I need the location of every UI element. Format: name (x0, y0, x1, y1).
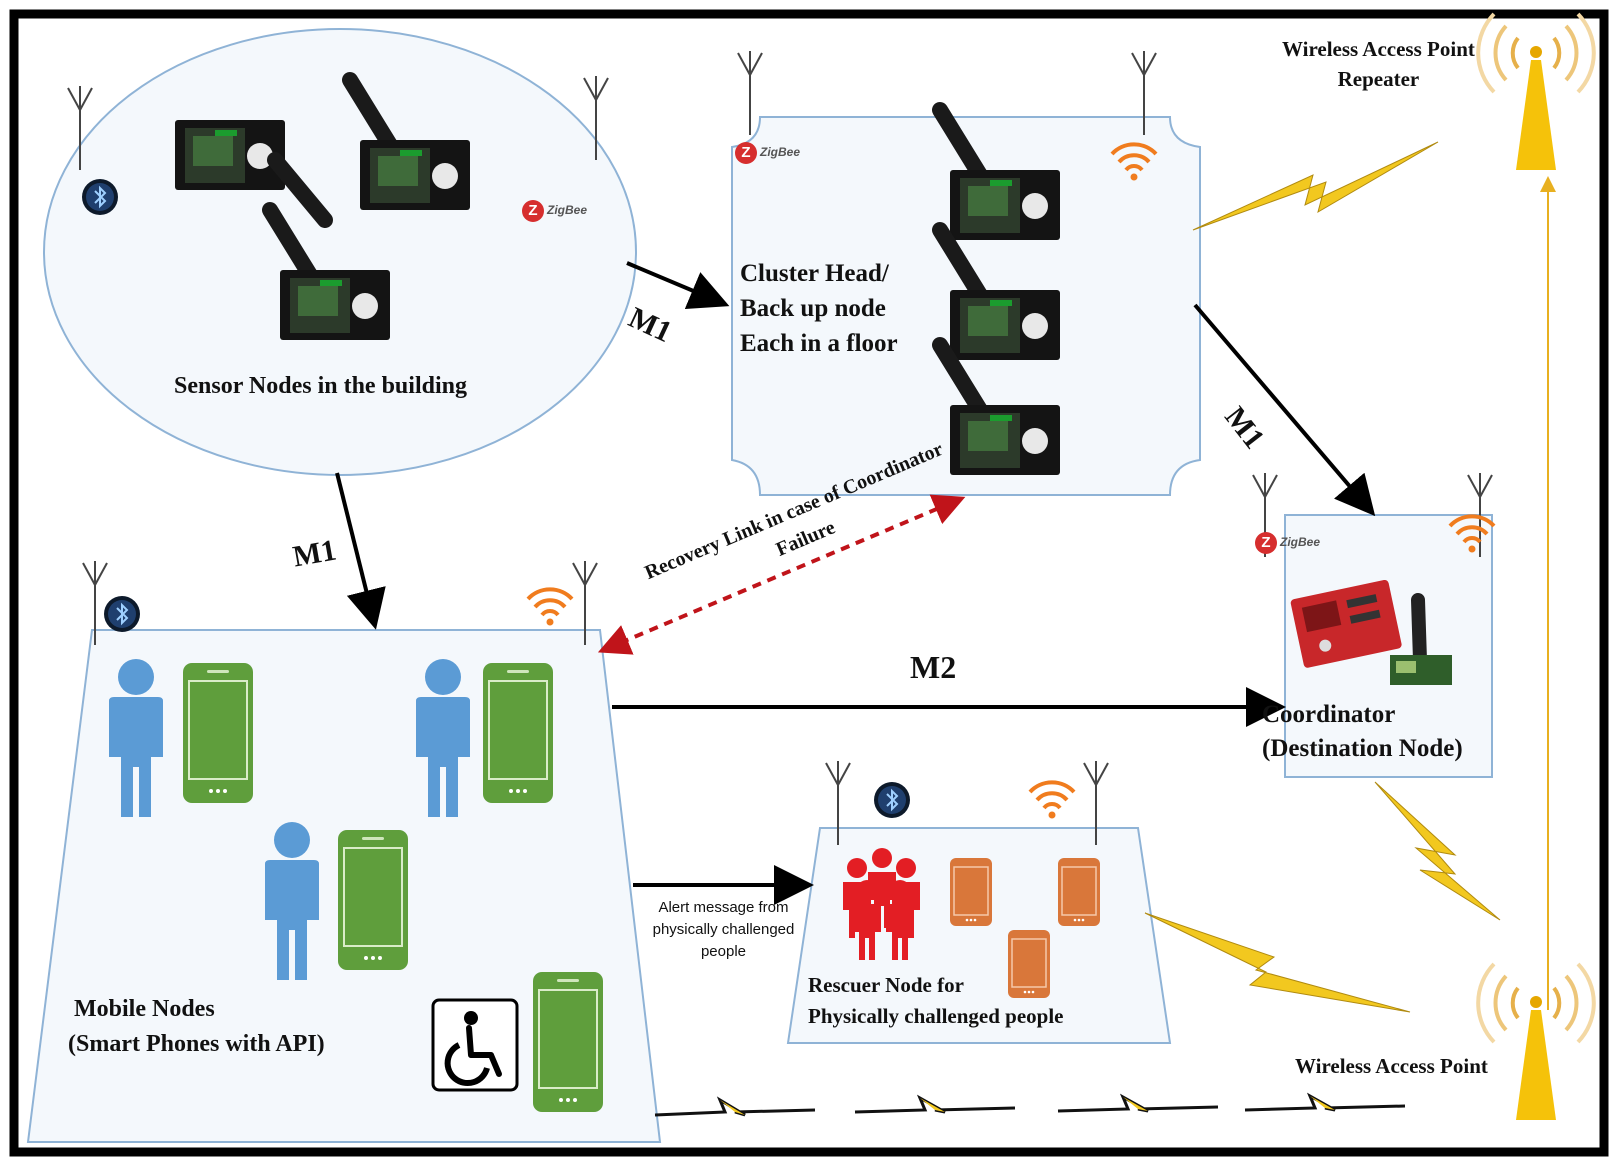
smartphone-icon (532, 971, 604, 1113)
smartphone-icon (482, 662, 554, 804)
dev-board-icon (1290, 579, 1402, 668)
bluetooth-icon (873, 781, 911, 819)
alert-message-line: physically challenged (652, 921, 795, 938)
wap-repeater-line: Repeater (1337, 67, 1420, 91)
coordinator-line: (Destination Node) (1262, 735, 1463, 762)
alert-message-label: Alert message from physically challenged… (636, 897, 811, 963)
smartphone-icon (1057, 857, 1101, 927)
lightning-link-icon (1144, 912, 1411, 1013)
lightning-accent (920, 1098, 945, 1112)
lightning-link-icon (1374, 781, 1501, 921)
edge-label-m1: M1 (290, 533, 339, 574)
rescuer-node-line: Rescuer Node for (808, 973, 964, 997)
cluster-head-line: Each in a floor (740, 330, 898, 357)
edge-label-m2: M2 (910, 649, 957, 685)
alert-message-line: Alert message from (658, 899, 789, 916)
wheelchair-icon (431, 998, 519, 1092)
alert-message-line: people (700, 943, 747, 960)
mobile-nodes-group (26, 560, 662, 1143)
radio-module-icon (1390, 593, 1452, 685)
mobile-nodes-line: (Smart Phones with API) (68, 1031, 325, 1057)
mobile-nodes-line: Mobile Nodes (74, 996, 215, 1022)
rescuer-node-line: Physically challenged people (808, 1004, 1064, 1028)
recovery-link-arrow (597, 494, 966, 655)
bluetooth-icon (81, 178, 119, 216)
lightning-accent (1310, 1096, 1335, 1110)
lightning-accent (1123, 1097, 1148, 1111)
wap-repeater-label: Wireless Access Point Repeater (1282, 34, 1475, 94)
arrow-sensor-to-mobile (335, 472, 386, 630)
rescuer-node-label: Rescuer Node for Physically challenged p… (808, 970, 1064, 1032)
rescuer-node-group (786, 760, 1172, 1044)
sensor-nodes-label: Sensor Nodes in the building (174, 373, 467, 399)
coordinator-line: Coordinator (1262, 701, 1396, 728)
cluster-head-label: Cluster Head/ Back up node Each in a flo… (740, 256, 898, 361)
wap-repeater-line: Wireless Access Point (1282, 37, 1475, 61)
sensor-board-icon (175, 120, 333, 228)
arrow-sensor-to-cluster (626, 261, 730, 310)
sensor-nodes-area (43, 28, 637, 476)
coordinator-label: Coordinator (Destination Node) (1262, 698, 1463, 766)
arrow-cluster-to-coordinator (1193, 303, 1376, 517)
wap-label: Wireless Access Point (1295, 1054, 1488, 1078)
cluster-head-line: Cluster Head/ (740, 260, 889, 287)
lightning-link-icon (1192, 141, 1439, 231)
smartphone-icon (182, 662, 254, 804)
smartphone-icon (949, 857, 993, 927)
mobile-nodes-label: Mobile Nodes (Smart Phones with API) (68, 992, 325, 1062)
sensor-nodes-group (43, 28, 637, 476)
lightning-accent (720, 1100, 745, 1115)
coordinator-group (1252, 472, 1496, 778)
bluetooth-icon (103, 595, 141, 633)
cluster-head-line: Back up node (740, 295, 886, 322)
smartphone-icon (337, 829, 409, 971)
